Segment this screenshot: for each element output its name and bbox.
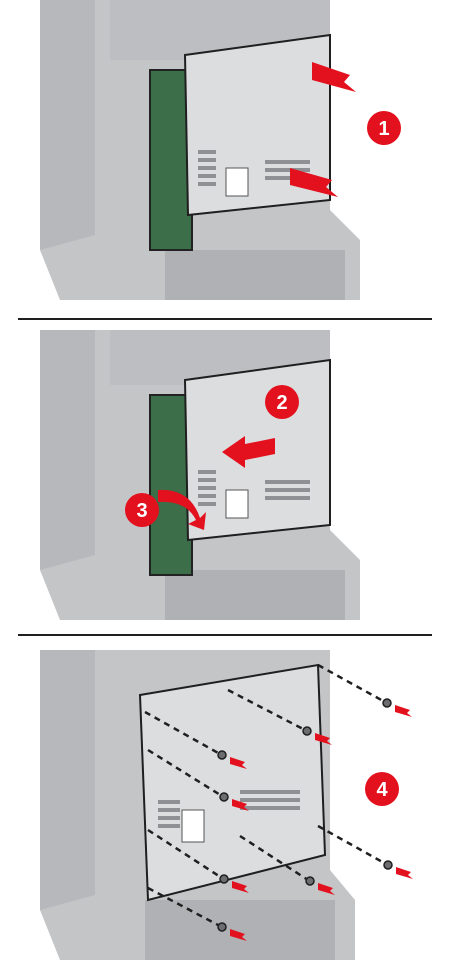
step-badge-icon (367, 111, 401, 145)
screw-icon (305, 876, 315, 886)
red-arrow-icon (232, 799, 249, 811)
printer-rear-view-step-2-3: 2 3 (40, 330, 360, 620)
step-4-number: 4 (376, 779, 388, 801)
red-arrow-icon (395, 705, 412, 717)
screw-icons (217, 698, 393, 932)
step-2-3-illustration: 2 3 (0, 330, 450, 625)
step-4-illustration: 4 (0, 650, 450, 965)
red-arrow-icons (230, 705, 413, 941)
printer-side (40, 0, 95, 250)
screw-icon (217, 922, 227, 932)
section-divider (18, 634, 432, 636)
red-arrow-icon (290, 168, 338, 197)
section-divider (18, 318, 432, 320)
screw-paths (144, 663, 387, 928)
step-1-illustration: 1 (0, 0, 450, 305)
red-arrow-icon (230, 757, 247, 769)
printer-rear-view-step-4: 4 (40, 650, 413, 960)
plate-vents (158, 790, 300, 828)
red-arrow-icon (232, 881, 249, 893)
screw-icon (217, 750, 227, 760)
plate-vents (198, 470, 310, 506)
step-badge-icon (265, 385, 299, 419)
screw-icon (383, 860, 393, 870)
printer-side (40, 330, 95, 570)
plate-connector (225, 167, 249, 197)
printer-lower-tray (165, 570, 345, 620)
step-2-number: 2 (276, 392, 287, 414)
step-badge-icon (365, 772, 399, 806)
red-arrow-icon (318, 883, 335, 895)
printer-lower-tray (165, 250, 345, 300)
plate-connector (225, 489, 249, 519)
red-arrow-icon (312, 62, 356, 92)
printer-lower-tray (145, 900, 335, 960)
screw-icon (382, 698, 392, 708)
red-curved-arrow-icon (158, 489, 206, 530)
plate-connector (181, 809, 205, 843)
screw-icon (219, 874, 229, 884)
red-arrow-icon (230, 929, 247, 941)
red-arrow-icon (315, 733, 332, 745)
step-1-number: 1 (378, 118, 389, 140)
plate-vents (198, 150, 310, 186)
red-arrow-icon (396, 867, 413, 879)
screw-icon (302, 726, 312, 736)
red-arrow-icon (222, 436, 275, 468)
printer-side (40, 650, 95, 910)
screw-icon (219, 792, 229, 802)
step-3-number: 3 (136, 500, 147, 522)
printer-rear-view-step-1: 1 (40, 0, 401, 300)
step-badge-icon (125, 493, 159, 527)
